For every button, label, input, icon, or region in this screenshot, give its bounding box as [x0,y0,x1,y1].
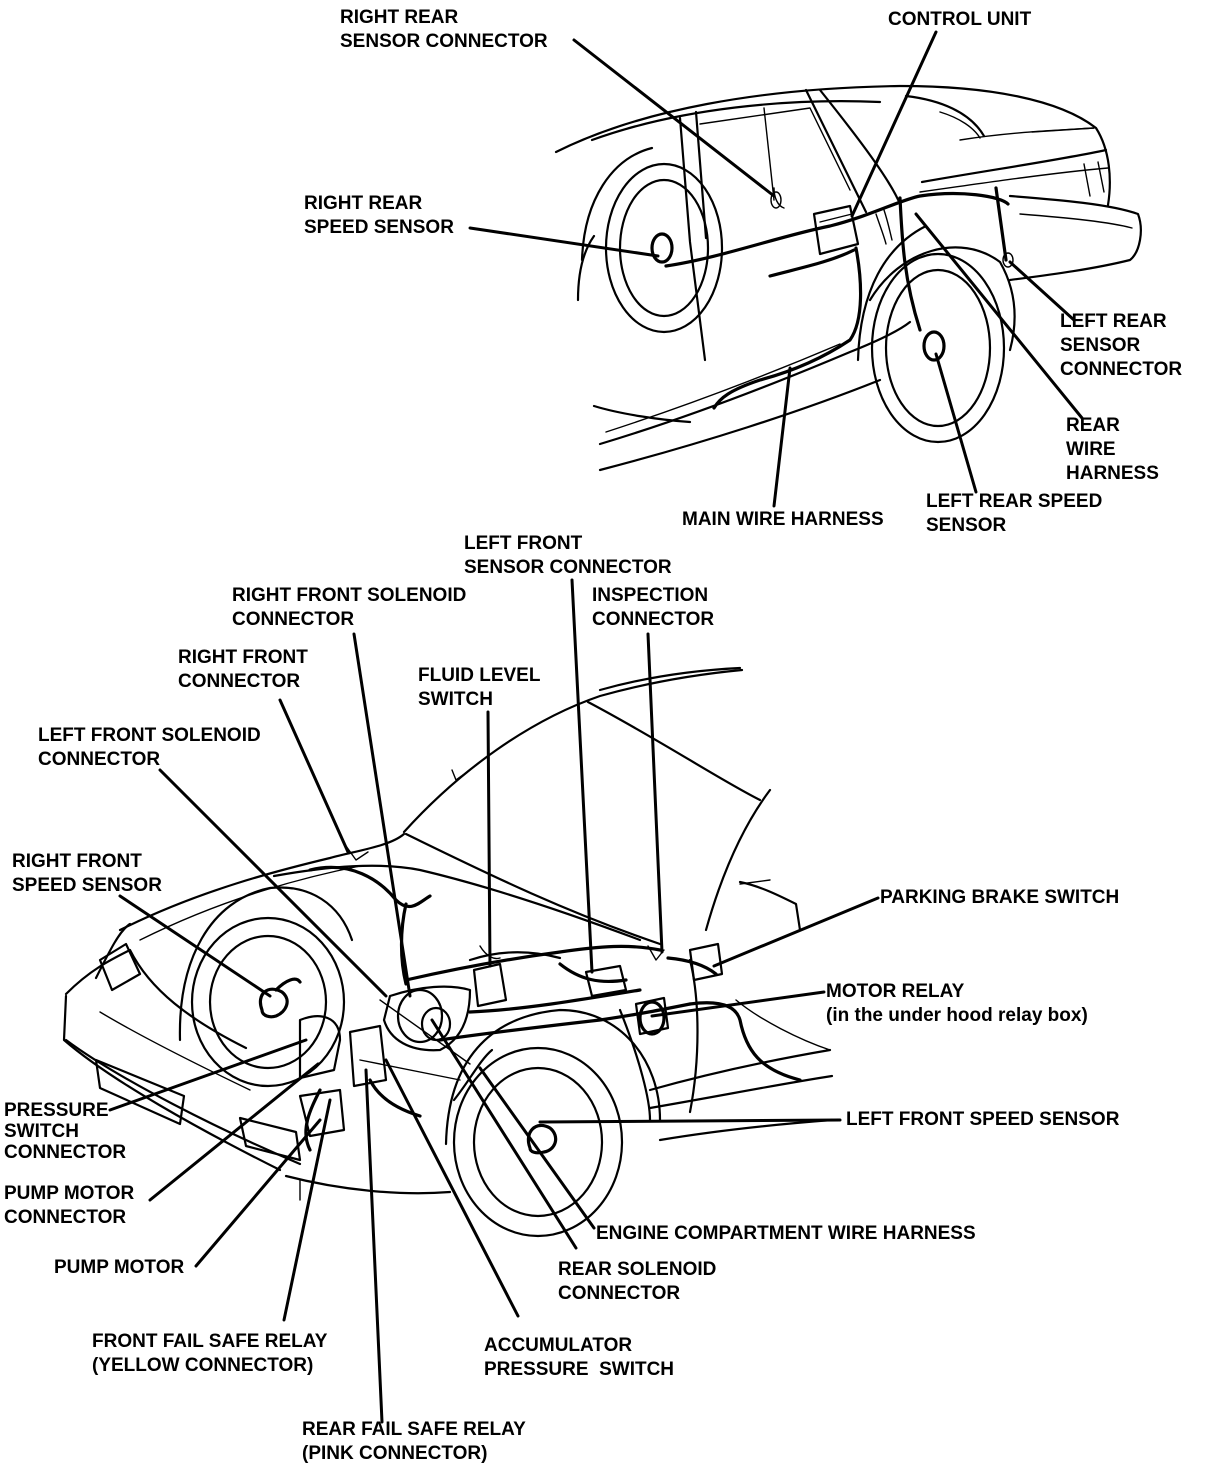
leader-engine-compartment-wire-harness [478,1066,596,1230]
leader-left-front-solenoid-connector [158,768,388,998]
leader-left-front-sensor-connector [570,578,594,974]
label-motor-relay-note: (in the under hood relay box) [826,1005,1088,1026]
leader-right-rear-speed-sensor [468,226,660,258]
label-accumulator-pressure-switch: ACCUMULATOR PRESSURE SWITCH [484,1335,675,1380]
label-left-rear-speed-sensor: LEFT REAR SPEED SENSOR [926,491,1103,536]
label-left-front-sensor-connector: LEFT FRONT SENSOR CONNECTOR [464,533,672,578]
leader-accumulator-pressure-switch [384,1058,520,1318]
leader-right-front-speed-sensor [118,894,272,998]
leader-right-front-solenoid-connector [352,632,412,998]
label-motor-relay: MOTOR RELAY [826,981,965,1002]
leader-main-wire-harness [772,366,792,508]
label-main-wire-harness: MAIN WIRE HARNESS [682,509,884,530]
leader-left-rear-speed-sensor [934,352,978,494]
label-left-rear-sensor-connector: LEFT REAR SENSOR CONNECTOR [1060,311,1183,380]
label-right-rear-sensor-connector: RIGHT REAR SENSOR CONNECTOR [340,7,548,52]
label-parking-brake-switch: PARKING BRAKE SWITCH [880,887,1120,908]
label-right-rear-speed-sensor: RIGHT REAR SPEED SENSOR [304,193,454,238]
label-fluid-level-switch: FLUID LEVEL SWITCH [418,665,541,710]
label-control-unit: CONTROL UNIT [888,9,1032,30]
leader-pump-motor-connector [148,1062,320,1202]
label-front-fail-safe-relay: FRONT FAIL SAFE RELAY (YELLOW CONNECTOR) [92,1331,328,1376]
leader-rear-solenoid-connector [430,1018,578,1250]
label-right-front-connector: RIGHT FRONT CONNECTOR [178,647,308,692]
leader-inspection-connector [646,632,664,954]
leader-front-fail-safe-relay [282,1098,332,1322]
label-pressure-switch-connector: PRESSURE SWITCH CONNECTOR [4,1100,127,1163]
leader-parking-brake-switch [712,896,880,968]
rear-car-drawing [554,84,1142,472]
label-pump-motor: PUMP MOTOR [54,1257,185,1278]
label-left-front-solenoid-connector: LEFT FRONT SOLENOID CONNECTOR [38,725,261,770]
leader-control-unit [850,30,938,218]
label-inspection-connector: INSPECTION CONNECTOR [592,585,715,630]
label-rear-solenoid-connector: REAR SOLENOID CONNECTOR [558,1259,717,1304]
leader-motor-relay [650,990,826,1018]
leader-pump-motor [194,1118,322,1268]
label-left-front-speed-sensor: LEFT FRONT SPEED SENSOR [846,1109,1120,1130]
label-rear-fail-safe-relay: REAR FAIL SAFE RELAY (PINK CONNECTOR) [302,1419,526,1464]
leader-right-front-connector [278,698,350,854]
label-right-front-solenoid-connector: RIGHT FRONT SOLENOID CONNECTOR [232,585,467,630]
front-car-drawing [62,666,834,1238]
leader-left-front-speed-sensor [538,1118,842,1124]
leader-rear-wire-harness [914,212,1084,420]
label-right-front-speed-sensor: RIGHT FRONT SPEED SENSOR [12,851,162,896]
label-rear-wire-harness: REAR WIRE HARNESS [1066,415,1159,484]
leader-pressure-switch-connector [108,1038,308,1112]
leader-left-rear-sensor-connector [1008,260,1076,322]
leader-fluid-level-switch [486,710,492,968]
label-pump-motor-connector: PUMP MOTOR CONNECTOR [4,1183,135,1228]
leader-lines [108,30,1084,1424]
leader-right-rear-sensor-connector [572,38,776,198]
label-engine-compartment-wire-harness: ENGINE COMPARTMENT WIRE HARNESS [596,1223,976,1244]
leader-rear-fail-safe-relay [364,1068,384,1424]
